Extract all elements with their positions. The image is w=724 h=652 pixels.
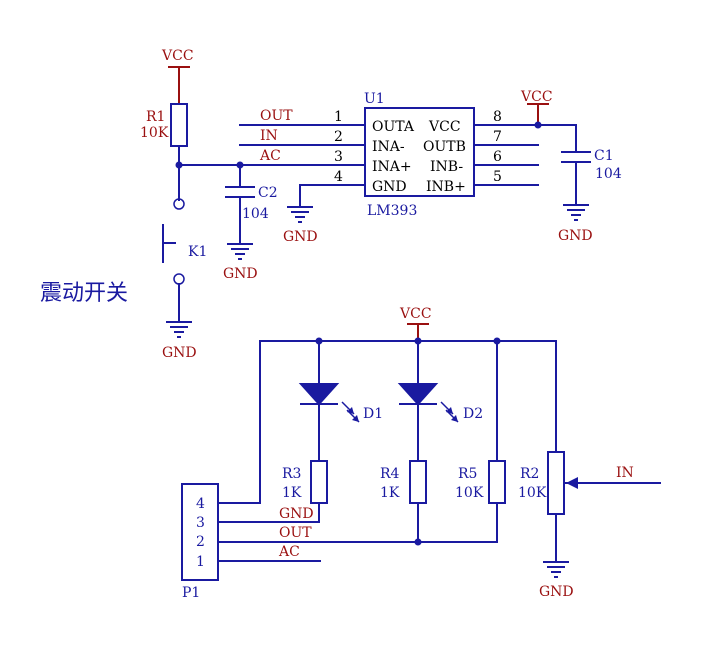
led-d1 — [298, 383, 360, 423]
gnd-label-c2: GND — [223, 266, 258, 282]
c1-ref: C1 — [594, 148, 614, 164]
ic-pin-num-4: 4 — [334, 169, 343, 185]
r1-ref: R1 — [146, 109, 165, 125]
ground-symbol-c2 — [227, 243, 253, 260]
ic-pin-name-7: OUTB — [423, 139, 466, 155]
connector-p1 — [181, 483, 219, 581]
vcc-label-u1: VCC — [520, 89, 553, 105]
ground-symbol-k1 — [166, 321, 192, 338]
ic-pin-name-3: INA+ — [372, 159, 412, 175]
net-ac-p1: AC — [278, 544, 300, 560]
p1-pin-4: 4 — [196, 496, 205, 512]
ic-pin-name-5: INB+ — [426, 179, 466, 195]
net-gnd-p1: GND — [279, 506, 314, 522]
gnd-label-c1: GND — [558, 228, 593, 244]
p1-pin-2: 2 — [196, 534, 205, 550]
potentiometer-r2 — [547, 451, 565, 515]
ic-pin-name-6: INB- — [430, 159, 463, 175]
ic-designator: U1 — [364, 91, 385, 107]
vcc-symbol-r1: VCC — [161, 48, 194, 104]
ground-symbol-c1 — [563, 204, 589, 221]
r5-value: 10K — [455, 485, 484, 501]
wire-vcc-rail — [217, 340, 557, 504]
r2-wiper-arrow — [566, 477, 578, 489]
r1-value: 10K — [140, 125, 169, 141]
c1-value: 104 — [595, 166, 622, 182]
r3-ref: R3 — [282, 466, 301, 482]
ic-pin-name-2: INA- — [372, 139, 405, 155]
vcc-label-bottom: VCC — [399, 306, 432, 322]
p1-pin-3: 3 — [196, 515, 205, 531]
ic-u1-body — [364, 107, 475, 197]
gnd-label-k1: GND — [162, 345, 197, 361]
ic-pin-num-8: 8 — [493, 109, 502, 125]
r4-value: 1K — [380, 485, 400, 501]
capacitor-c2 — [225, 186, 255, 198]
ic-pin-num-1: 1 — [334, 109, 343, 125]
ic-pin-num-7: 7 — [493, 129, 502, 145]
ic-pin-name-8: VCC — [428, 119, 461, 135]
gnd-label-r2: GND — [539, 584, 574, 600]
ic-pin-num-3: 3 — [334, 149, 343, 165]
ic-pin-name-4: GND — [372, 179, 407, 195]
r2-ref: R2 — [520, 466, 539, 482]
r4-ref: R4 — [380, 466, 400, 482]
vcc-label-r1: VCC — [161, 48, 194, 64]
c2-ref: C2 — [258, 185, 278, 201]
net-out-top: OUT — [260, 108, 293, 124]
ic-pin-num-5: 5 — [493, 169, 502, 185]
net-in-bottom: IN — [616, 465, 634, 481]
ic-pin-name-1: OUTA — [372, 119, 415, 135]
r3-value: 1K — [282, 485, 302, 501]
net-in-top: IN — [260, 128, 278, 144]
r2-value: 10K — [518, 485, 547, 501]
k1-chinese-label: 震动开关 — [40, 281, 128, 306]
gnd-label-u1: GND — [283, 229, 318, 245]
switch-k1 — [162, 198, 185, 285]
p1-ref: P1 — [182, 585, 200, 601]
r5-ref: R5 — [458, 466, 477, 482]
net-ac-top: AC — [259, 148, 281, 164]
k1-ref: K1 — [188, 244, 207, 260]
ic-part: LM393 — [367, 203, 417, 219]
c2-value: 104 — [242, 206, 269, 222]
ground-symbol-r2 — [543, 561, 569, 578]
capacitor-c1 — [561, 151, 591, 163]
resistor-r5 — [488, 460, 506, 504]
net-out-p1: OUT — [279, 525, 312, 541]
resistor-r1 — [170, 103, 188, 147]
ic-pin-num-6: 6 — [493, 149, 502, 165]
d2-ref: D2 — [463, 406, 483, 422]
p1-pin-1: 1 — [196, 554, 205, 570]
ic-pin-num-2: 2 — [334, 129, 343, 145]
d1-ref: D1 — [363, 406, 383, 422]
ground-symbol-u1 — [287, 206, 313, 223]
wire-r3-gnd — [217, 502, 320, 523]
led-d2 — [397, 383, 459, 423]
resistor-r3 — [310, 460, 328, 504]
resistor-r4 — [409, 460, 427, 504]
junction-out — [414, 538, 422, 546]
